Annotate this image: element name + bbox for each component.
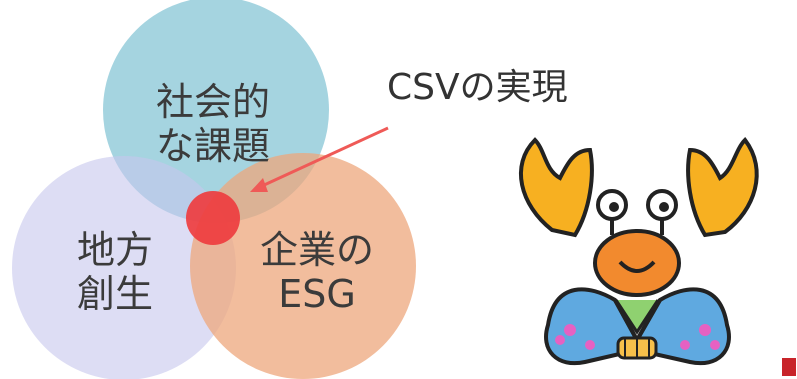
stamp-icon: [782, 358, 796, 376]
label-regional-line1: 地方: [76, 228, 153, 272]
label-regional-line2: 創生: [76, 272, 153, 316]
csv-arrow-head: [250, 178, 268, 192]
csv-arrow-line: [261, 126, 389, 188]
intersection-dot: [186, 191, 240, 245]
label-esg-line1: 企業の: [259, 228, 374, 272]
csv-annotation: CSVの実現: [387, 67, 568, 108]
circle-regional-revitalization: [12, 156, 236, 379]
label-social-issues: 社会的 な課題: [148, 80, 278, 168]
label-social-issues-line1: 社会的: [155, 80, 270, 124]
label-regional: 地方 創生: [60, 228, 170, 316]
label-esg: 企業の ESG: [252, 228, 382, 316]
label-esg-line2: ESG: [278, 272, 356, 316]
circle-corporate-esg: [190, 153, 416, 379]
crab-mascot-icon: [518, 136, 759, 366]
label-social-issues-line2: な課題: [155, 124, 270, 168]
